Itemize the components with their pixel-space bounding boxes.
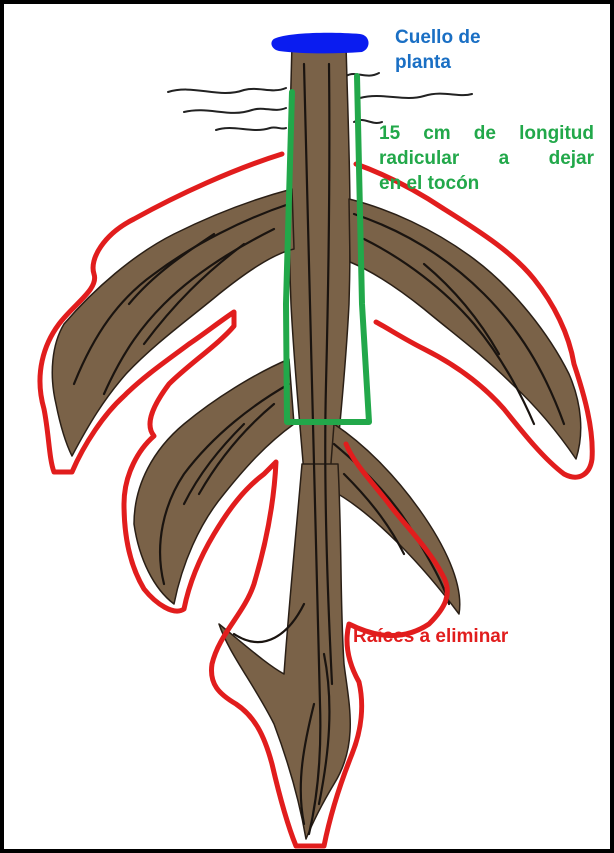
collar-label: Cuello de planta [395, 25, 545, 75]
collar-label-line-1: Cuello de [395, 25, 545, 50]
collar-label-line-2: planta [395, 50, 545, 75]
keep-label-line-2: radicular a dejar [379, 146, 594, 171]
keep-label-line-3: en el tocón [379, 171, 594, 196]
keep-label-line-1: 15 cm de longitud [379, 121, 594, 146]
keep-label: 15 cm de longitud radicular a dejar en e… [379, 121, 594, 196]
collar-cap [271, 33, 368, 54]
remove-label: Raíces a eliminar [353, 624, 573, 649]
